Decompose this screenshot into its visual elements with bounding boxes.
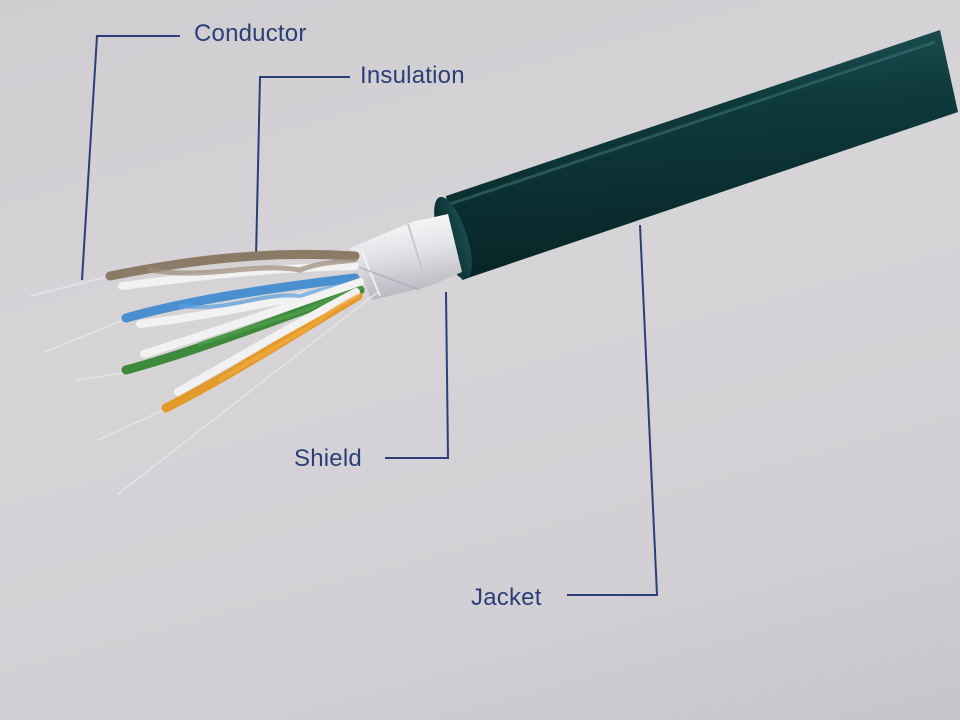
conductor-label: Conductor [194,20,307,47]
jacket [434,30,958,280]
orange-pair [161,288,363,413]
leader-lines [81,35,659,596]
conductor-strands [29,275,379,495]
shield-leader-line [385,291,450,459]
jacket-leader-line [567,224,659,596]
brown-pair [105,249,360,290]
shield-label: Shield [294,445,362,472]
jacket-label: Jacket [471,584,542,611]
insulation-label: Insulation [360,62,465,89]
conductor-leader-line [81,35,180,281]
insulation-leader-line [255,76,350,259]
